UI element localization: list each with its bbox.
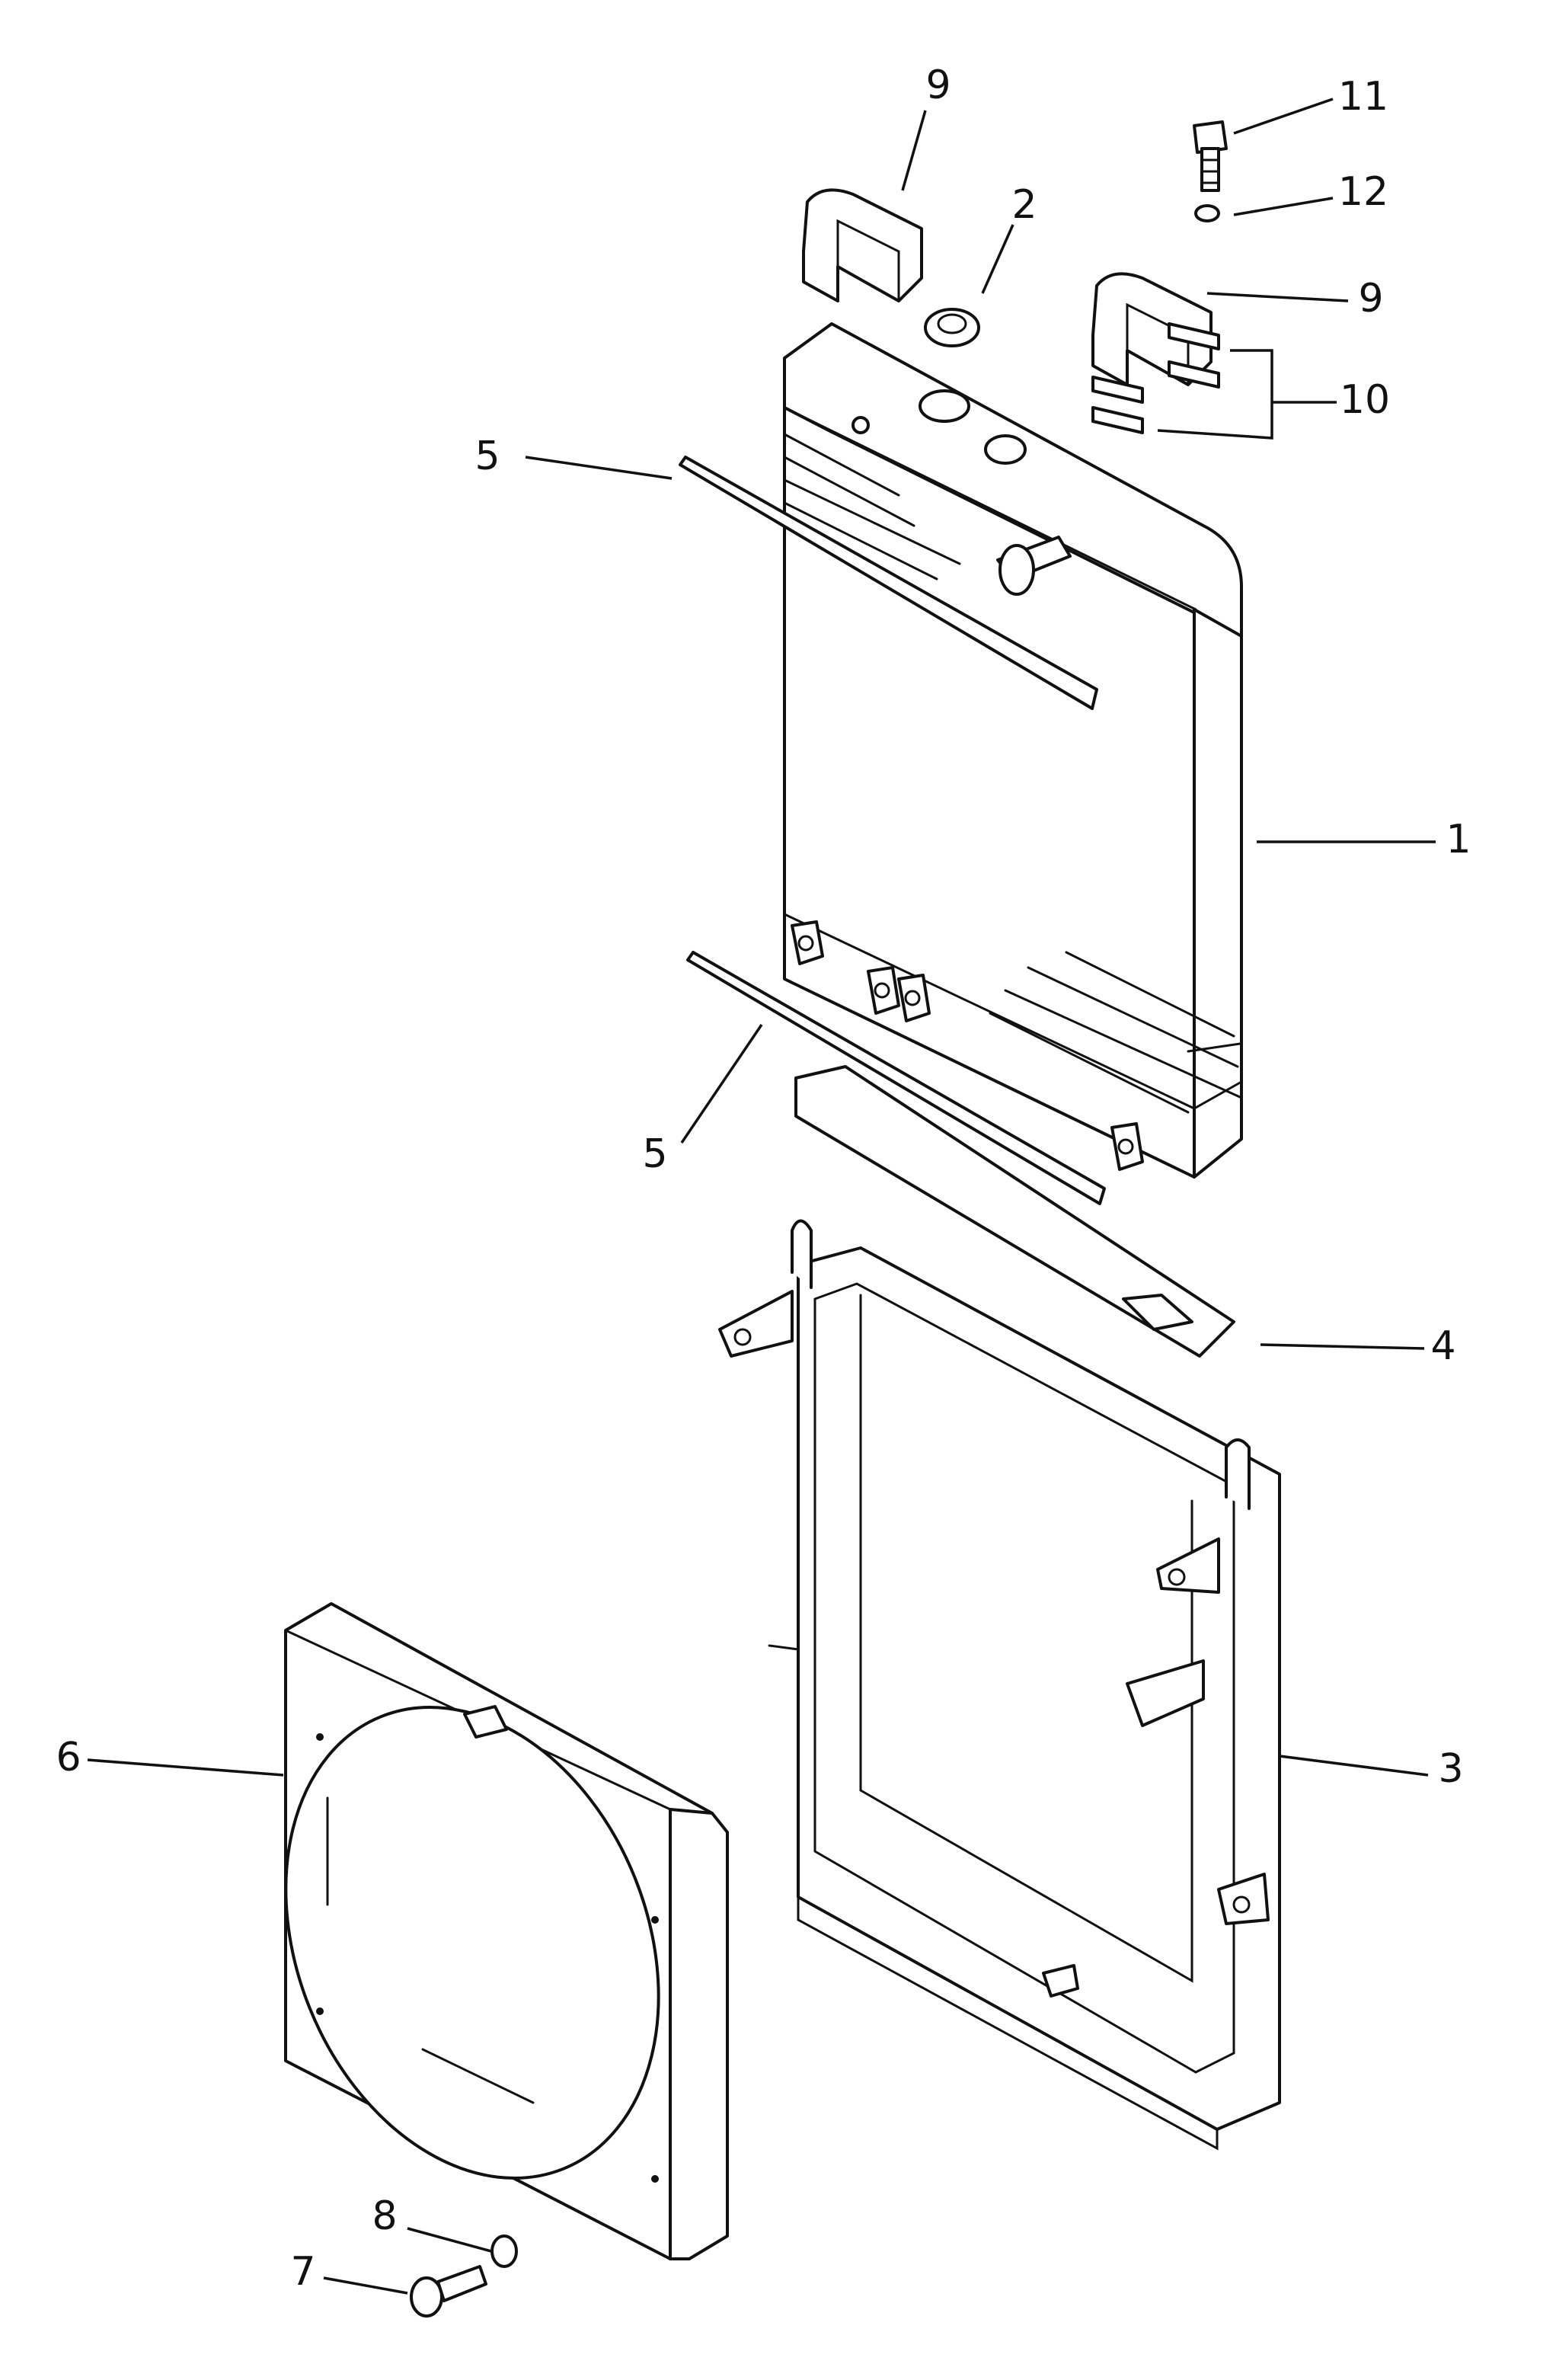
callout-12: 12 xyxy=(1338,169,1388,215)
bracket-right xyxy=(1091,272,1213,386)
callout-7: 7 xyxy=(290,2249,315,2295)
radiator xyxy=(783,322,1243,1179)
callout-10: 10 xyxy=(1340,377,1390,423)
radiator-cap xyxy=(924,308,980,347)
plate xyxy=(794,1065,1235,1358)
callout-3: 3 xyxy=(1438,1746,1463,1792)
washer-bottom xyxy=(490,2234,518,2268)
callout-1: 1 xyxy=(1446,817,1471,862)
callout-9-right: 9 xyxy=(1358,276,1383,321)
bolt-bottom xyxy=(410,2265,487,2318)
seal-strip-lower xyxy=(686,951,1106,1205)
bracket-left xyxy=(802,188,923,302)
callout-8: 8 xyxy=(372,2193,397,2239)
bolt-top xyxy=(1193,120,1228,192)
callout-5-lower: 5 xyxy=(642,1131,667,1177)
leader-lines xyxy=(87,98,1436,2295)
callout-4: 4 xyxy=(1430,1323,1455,1369)
callout-labels: 1 2 3 4 5 5 6 7 8 9 9 10 11 12 xyxy=(56,62,1471,2295)
callout-11: 11 xyxy=(1338,74,1388,120)
shims xyxy=(1091,322,1220,434)
fan-shroud xyxy=(284,1602,729,2260)
seal-strip-upper xyxy=(679,456,1098,710)
washer-top xyxy=(1194,204,1220,222)
radiator-frame xyxy=(718,1219,1281,2151)
callout-5-upper: 5 xyxy=(474,433,500,479)
callout-6: 6 xyxy=(56,1735,81,1780)
callout-9-left: 9 xyxy=(925,62,951,108)
callout-2: 2 xyxy=(1011,182,1037,228)
